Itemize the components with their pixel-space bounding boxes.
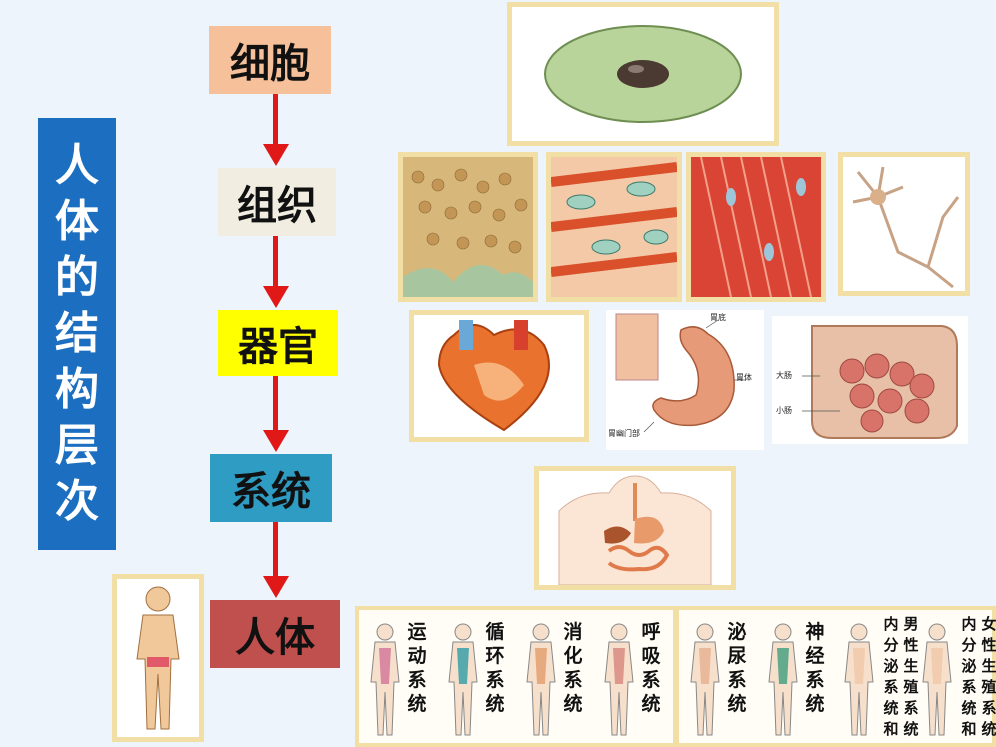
stomach-label-top: 胃底 xyxy=(710,313,726,322)
cell-illustration xyxy=(512,7,774,141)
level-organ: 器官 xyxy=(218,310,338,376)
intestine-image: 大肠 小肠 xyxy=(772,316,968,444)
system-label: 泌尿系统 xyxy=(727,621,747,715)
system-label: 内分泌系统和 xyxy=(961,615,977,738)
system-figure xyxy=(768,623,798,736)
system-figure xyxy=(448,623,478,736)
system-label: 消化系统 xyxy=(563,621,583,715)
level-human-body: 人体 xyxy=(210,600,340,668)
arrow-2 xyxy=(263,236,289,308)
system-label: 内分泌系统和 xyxy=(883,615,899,738)
human-body-image xyxy=(112,574,204,742)
nerve-tissue-image xyxy=(838,152,970,296)
system-label: 运动系统 xyxy=(407,621,427,715)
system-label: 女性生殖系统 xyxy=(981,615,996,738)
intestine-label-small: 小肠 xyxy=(776,406,792,415)
system-label: 神经系统 xyxy=(805,621,825,715)
cell-image xyxy=(507,2,779,146)
level-cell: 细胞 xyxy=(209,26,331,94)
page-title-char: 层 xyxy=(55,420,99,471)
stomach-label-bottom: 胃幽门部 xyxy=(608,429,640,438)
system-figure xyxy=(690,623,720,736)
stomach-label-side: 胃体 xyxy=(736,373,752,382)
system-figure xyxy=(604,623,634,736)
page-title-char: 的 xyxy=(55,252,99,303)
system-label: 男性生殖系统 xyxy=(903,615,919,738)
page-title-char: 结 xyxy=(55,308,99,359)
arrow-1 xyxy=(263,94,289,166)
systems-panel-left: 运动系统 循环系统 消化系统 呼吸系统 xyxy=(355,606,677,747)
stomach-image: 胃底 胃体 胃幽门部 xyxy=(606,310,764,450)
page-title: 人体的结构层次 xyxy=(38,118,116,550)
epithelial-tissue-image xyxy=(398,152,538,302)
system-figure xyxy=(844,623,874,736)
systems-panel-right: 泌尿系统神经系统内分泌系统和男性生殖系统内分泌系统和女性生殖系统 xyxy=(675,606,996,747)
cardiac-muscle-image xyxy=(686,152,826,302)
system-figure xyxy=(526,623,556,736)
page-title-char: 体 xyxy=(55,196,99,247)
page-title-char: 次 xyxy=(55,476,99,527)
system-label: 循环系统 xyxy=(485,621,505,715)
system-figure xyxy=(922,623,952,736)
system-label: 呼吸系统 xyxy=(641,621,661,715)
page-title-char: 构 xyxy=(55,364,99,415)
muscle-tissue-image xyxy=(546,152,682,302)
arrow-4 xyxy=(263,522,289,598)
arrow-3 xyxy=(263,376,289,452)
page-title-char: 人 xyxy=(55,140,99,191)
system-figure xyxy=(370,623,400,736)
intestine-label-large: 大肠 xyxy=(776,371,792,380)
heart-image xyxy=(409,310,589,442)
level-tissue: 组织 xyxy=(218,168,336,236)
digestive-system-image xyxy=(534,466,736,590)
level-system: 系统 xyxy=(210,454,332,522)
